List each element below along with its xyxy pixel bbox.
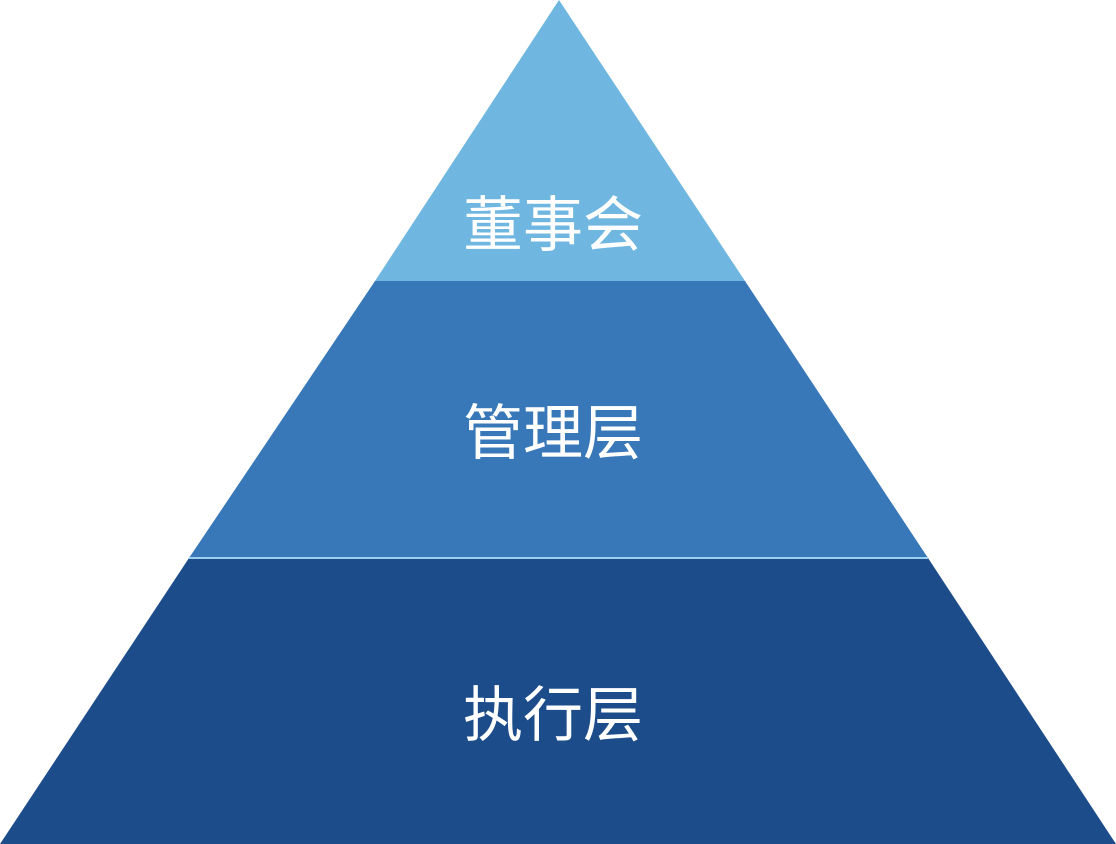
tier-bottom-label: 执行层 (463, 681, 643, 751)
tier-bottom-shape (0, 558, 1116, 844)
tier-top-shape (375, 0, 745, 281)
tier-middle-shape (189, 281, 928, 558)
tier-top-label: 董事会 (463, 191, 643, 261)
tier-middle-label: 管理层 (463, 399, 643, 469)
